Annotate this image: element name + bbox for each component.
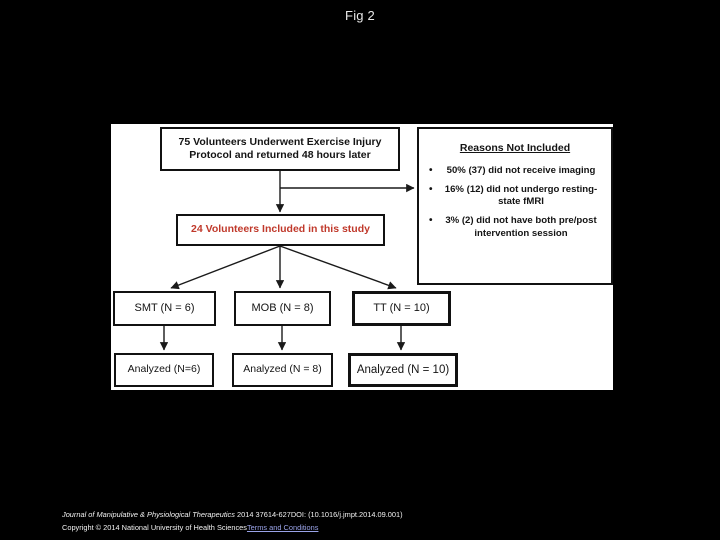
reasons-list-item: 50% (37) did not receive imaging	[429, 164, 601, 178]
footer-copyright: Copyright © 2014 National University of …	[62, 522, 247, 532]
node-included-label: 24 Volunteers Included in this study	[191, 223, 370, 236]
figure-footer: Journal of Manipulative & Physiological …	[62, 509, 662, 534]
footer-copyright-line: Copyright © 2014 National University of …	[62, 522, 662, 535]
footer-journal-name: Journal of Manipulative & Physiological …	[62, 510, 235, 519]
node-analyzed-tt: Analyzed (N = 10)	[348, 353, 458, 387]
node-arm-tt: TT (N = 10)	[352, 291, 451, 326]
node-analyzed-mob-label: Analyzed (N = 8)	[243, 363, 322, 376]
reasons-heading: Reasons Not Included	[459, 142, 571, 154]
node-analyzed-smt: Analyzed (N=6)	[114, 353, 214, 387]
node-reasons-not-included: Reasons Not Included 50% (37) did not re…	[417, 127, 613, 285]
node-analyzed-mob: Analyzed (N = 8)	[232, 353, 333, 387]
terms-and-conditions-link[interactable]: Terms and Conditions	[246, 522, 319, 532]
flowchart-figure: 75 Volunteers Underwent Exercise Injury …	[111, 124, 613, 390]
node-arm-mob-label: MOB (N = 8)	[251, 301, 314, 314]
reasons-list-item: 3% (2) did not have both pre/post interv…	[429, 214, 601, 240]
node-arm-smt-label: SMT (N = 6)	[134, 301, 195, 314]
footer-citation-line: Journal of Manipulative & Physiological …	[62, 509, 662, 522]
node-arm-smt: SMT (N = 6)	[113, 291, 216, 326]
node-arm-tt-label: TT (N = 10)	[373, 301, 430, 314]
node-enrolled-line2: Protocol and returned 48 hours later	[189, 149, 371, 161]
reasons-list: 50% (37) did not receive imaging 16% (12…	[419, 164, 611, 240]
reasons-list-item: 16% (12) did not undergo resting-state f…	[429, 183, 601, 209]
node-enrolled: 75 Volunteers Underwent Exercise Injury …	[160, 127, 400, 171]
node-analyzed-smt-label: Analyzed (N=6)	[127, 363, 201, 376]
footer-citation-details: 2014 37614-627DOI: (10.1016/j.jmpt.2014.…	[234, 510, 403, 519]
node-analyzed-tt-label: Analyzed (N = 10)	[356, 363, 450, 376]
node-included: 24 Volunteers Included in this study	[176, 214, 385, 246]
figure-title: Fig 2	[345, 8, 375, 23]
node-arm-mob: MOB (N = 8)	[234, 291, 331, 326]
node-enrolled-line1: 75 Volunteers Underwent Exercise Injury	[178, 135, 382, 148]
